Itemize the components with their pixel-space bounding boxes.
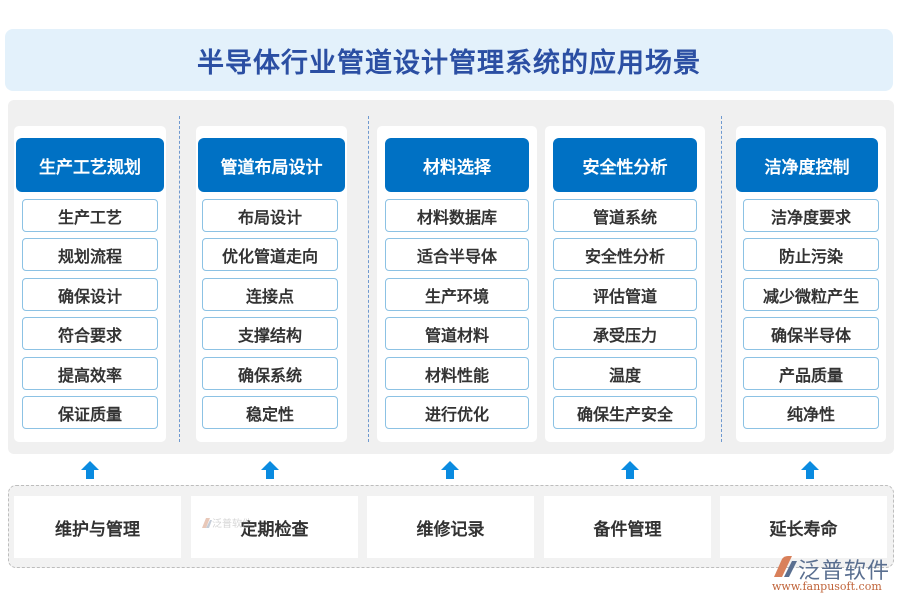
column-header: 材料选择 [385,138,529,192]
page-title: 半导体行业管道设计管理系统的应用场景 [197,47,701,79]
maintenance-panel: 维护与管理 定期检查 维修记录 备件管理 延长寿命 [8,485,894,568]
column-material-selection: 材料选择 材料数据库 适合半导体 生产环境 管道材料 材料性能 进行优化 [377,126,537,442]
column-item: 布局设计 [202,199,338,232]
column-item: 生产环境 [385,278,529,311]
column-production-planning: 生产工艺规划 生产工艺 规划流程 确保设计 符合要求 提高效率 保证质量 [14,126,166,442]
column-item: 支撑结构 [202,317,338,350]
column-item: 纯净性 [743,396,879,429]
column-item: 确保半导体 [743,317,879,350]
column-item: 安全性分析 [553,238,697,271]
column-item: 保证质量 [22,396,158,429]
column-item: 洁净度要求 [743,199,879,232]
arrow-up-icon [81,461,99,479]
column-item: 温度 [553,357,697,390]
column-item: 确保生产安全 [553,396,697,429]
column-item: 承受压力 [553,317,697,350]
column-item: 产品质量 [743,357,879,390]
dashed-divider [179,116,180,442]
brand-url: www.fanpusoft.com [772,580,882,593]
column-item: 进行优化 [385,396,529,429]
arrow-up-icon [441,461,459,479]
column-item: 提高效率 [22,357,158,390]
arrow-up-icon [261,461,279,479]
arrow-up-icon [801,461,819,479]
column-header: 管道布局设计 [198,138,345,192]
column-header: 生产工艺规划 [16,138,164,192]
column-item: 符合要求 [22,317,158,350]
bottom-item: 维护与管理 [14,496,181,558]
brand-logo-icon [774,556,797,577]
column-item: 确保系统 [202,357,338,390]
dashed-divider [368,116,369,442]
scenario-panel: 生产工艺规划 生产工艺 规划流程 确保设计 符合要求 提高效率 保证质量 管道布… [8,100,894,454]
column-item: 管道系统 [553,199,697,232]
column-pipe-layout: 管道布局设计 布局设计 优化管道走向 连接点 支撑结构 确保系统 稳定性 [196,126,347,442]
column-item: 减少微粒产生 [743,278,879,311]
watermark-small: 泛普软件 [200,515,252,530]
bottom-item: 定期检查 [191,496,358,558]
column-item: 防止污染 [743,238,879,271]
brand-name: 泛普软件 [798,559,891,584]
column-item: 生产工艺 [22,199,158,232]
column-item: 管道材料 [385,317,529,350]
column-item: 稳定性 [202,396,338,429]
column-safety-analysis: 安全性分析 管道系统 安全性分析 评估管道 承受压力 温度 确保生产安全 [545,126,705,442]
column-item: 规划流程 [22,238,158,271]
column-item: 优化管道走向 [202,238,338,271]
column-header: 洁净度控制 [736,138,878,192]
title-banner: 半导体行业管道设计管理系统的应用场景 [5,29,893,91]
column-item: 确保设计 [22,278,158,311]
dashed-divider [721,116,722,442]
column-cleanliness-control: 洁净度控制 洁净度要求 防止污染 减少微粒产生 确保半导体 产品质量 纯净性 [736,126,886,442]
column-item: 材料性能 [385,357,529,390]
brand-logo: 泛普软件 www.fanpusoft.com [770,553,898,598]
bottom-item: 维修记录 [367,496,534,558]
bottom-item: 备件管理 [544,496,711,558]
arrow-up-icon [621,461,639,479]
column-item: 连接点 [202,278,338,311]
column-header: 安全性分析 [553,138,697,192]
bottom-item: 延长寿命 [720,496,887,558]
column-item: 材料数据库 [385,199,529,232]
column-item: 适合半导体 [385,238,529,271]
brand-logo-icon [202,517,212,528]
column-item: 评估管道 [553,278,697,311]
